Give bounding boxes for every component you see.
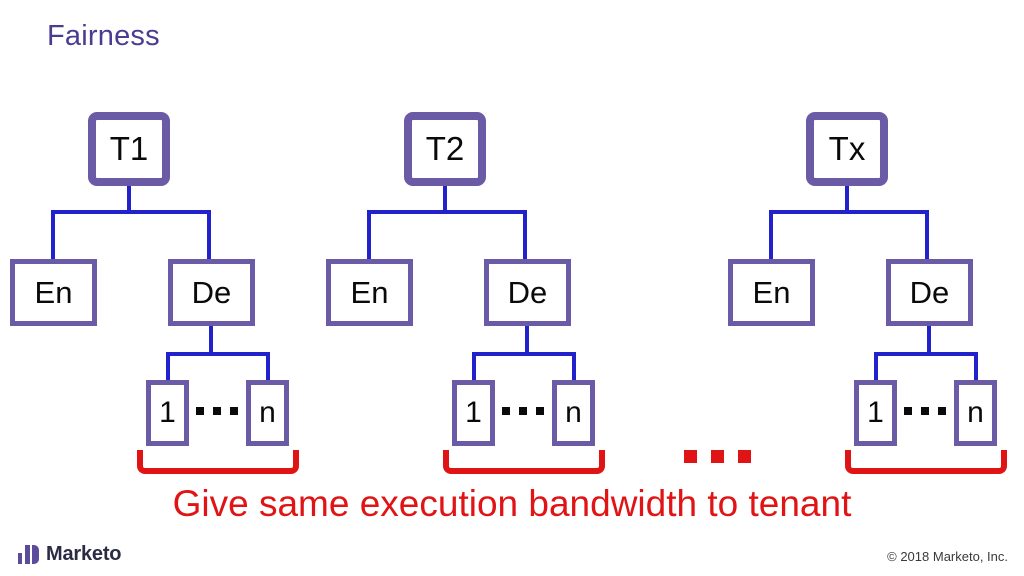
connector-root-stem-3 bbox=[845, 184, 849, 212]
group-bracket-1 bbox=[137, 450, 299, 474]
connector-to-leaf-first-3 bbox=[874, 352, 878, 382]
leaf-node-first-3[interactable]: 1 bbox=[854, 380, 897, 446]
connector-leaf-bus-3 bbox=[874, 352, 978, 356]
tenant-root-node-2[interactable]: T2 bbox=[404, 112, 486, 186]
decision-node-3[interactable]: De bbox=[886, 259, 973, 326]
connector-to-de-1 bbox=[207, 210, 211, 261]
connector-to-leaf-first-2 bbox=[472, 352, 476, 382]
connector-leaf-bus-2 bbox=[472, 352, 576, 356]
connector-root-bus-2 bbox=[367, 210, 527, 214]
engine-node-1[interactable]: En bbox=[10, 259, 97, 326]
marketo-logo-icon bbox=[18, 545, 39, 564]
copyright-notice: © 2018 Marketo, Inc. bbox=[887, 549, 1008, 564]
leaf-node-last-2[interactable]: n bbox=[552, 380, 595, 446]
marketo-logo-wordmark: Marketo bbox=[46, 543, 122, 565]
leaf-ellipsis-icon-1 bbox=[196, 407, 238, 415]
connector-to-leaf-last-2 bbox=[572, 352, 576, 382]
connector-de-stem-1 bbox=[209, 325, 213, 354]
decision-node-2[interactable]: De bbox=[484, 259, 571, 326]
group-bracket-2 bbox=[443, 450, 605, 474]
diagram-caption: Give same execution bandwidth to tenant bbox=[172, 483, 852, 524]
engine-node-2[interactable]: En bbox=[326, 259, 413, 326]
tenant-root-node-3[interactable]: Tx bbox=[806, 112, 888, 186]
connector-to-de-2 bbox=[523, 210, 527, 261]
tenant-root-node-1[interactable]: T1 bbox=[88, 112, 170, 186]
connector-root-stem-2 bbox=[443, 184, 447, 212]
connector-de-stem-3 bbox=[927, 325, 931, 354]
leaf-node-first-2[interactable]: 1 bbox=[452, 380, 495, 446]
connector-to-en-2 bbox=[367, 210, 371, 261]
connector-to-leaf-first-1 bbox=[166, 352, 170, 382]
connector-leaf-bus-1 bbox=[166, 352, 270, 356]
connector-root-stem-1 bbox=[127, 184, 131, 212]
connector-root-bus-1 bbox=[51, 210, 211, 214]
leaf-node-first-1[interactable]: 1 bbox=[146, 380, 189, 446]
page-title: Fairness bbox=[47, 20, 160, 52]
connector-de-stem-2 bbox=[525, 325, 529, 354]
connector-to-en-3 bbox=[769, 210, 773, 261]
connector-to-de-3 bbox=[925, 210, 929, 261]
engine-node-3[interactable]: En bbox=[728, 259, 815, 326]
group-ellipsis-icon bbox=[684, 450, 751, 463]
marketo-logo: Marketo bbox=[18, 543, 121, 566]
connector-to-leaf-last-3 bbox=[974, 352, 978, 382]
leaf-ellipsis-icon-3 bbox=[904, 407, 946, 415]
connector-root-bus-3 bbox=[769, 210, 929, 214]
connector-to-en-1 bbox=[51, 210, 55, 261]
decision-node-1[interactable]: De bbox=[168, 259, 255, 326]
connector-to-leaf-last-1 bbox=[266, 352, 270, 382]
leaf-node-last-3[interactable]: n bbox=[954, 380, 997, 446]
leaf-ellipsis-icon-2 bbox=[502, 407, 544, 415]
group-bracket-3 bbox=[845, 450, 1007, 474]
leaf-node-last-1[interactable]: n bbox=[246, 380, 289, 446]
